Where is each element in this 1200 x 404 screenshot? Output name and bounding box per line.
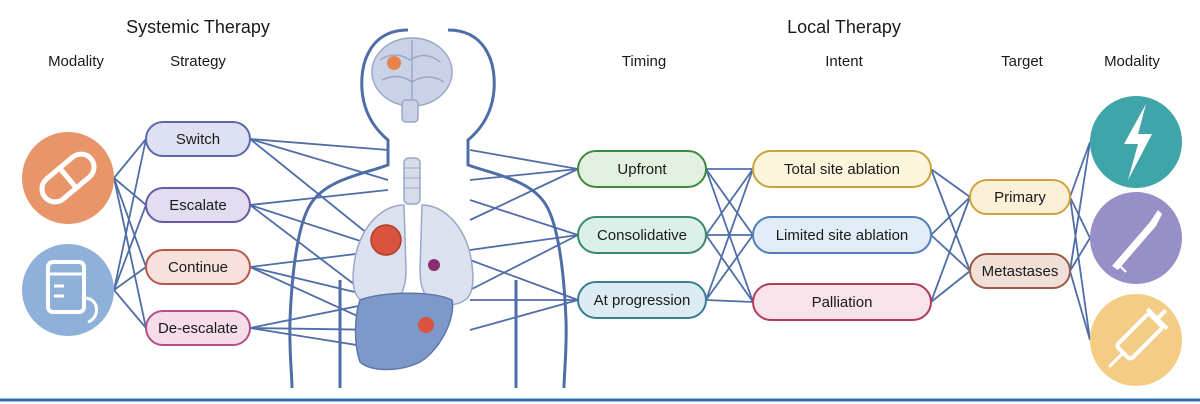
connector-modality-strategy: [113, 138, 147, 291]
connector-target-modality: [1069, 196, 1091, 341]
connector-modality-strategy: [113, 289, 147, 329]
timing-box-label: At progression: [594, 292, 691, 309]
connector-target-modality: [1069, 270, 1091, 341]
intent-box-frame: [752, 216, 932, 254]
strategy-box-frame: [145, 121, 251, 157]
strategy-box-frame: [145, 249, 251, 285]
connector-intent-target: [930, 196, 971, 236]
strategy-box: Escalate: [145, 187, 251, 223]
syringe-icon: [1090, 294, 1182, 386]
headers: Systemic Therapy Local Therapy Modality …: [48, 17, 1160, 70]
connector-strategy-body: [249, 189, 389, 206]
connector-modality-strategy: [113, 177, 147, 329]
target-header: Target: [1001, 53, 1044, 70]
connector-body-timing: [469, 234, 579, 251]
intent-box-label: Palliation: [812, 294, 873, 311]
target-box-label: Primary: [994, 189, 1046, 206]
connector-intent-target: [930, 168, 971, 198]
intent-box-label: Limited site ablation: [776, 227, 909, 244]
connector-intent-target: [930, 270, 971, 303]
lightning-icon: [1090, 96, 1182, 188]
timing-box-label: Consolidative: [597, 227, 687, 244]
connector-intent-target: [930, 234, 971, 272]
connector-intent-target: [930, 196, 971, 303]
connector-modality-strategy: [113, 138, 147, 179]
connector-body-timing: [469, 168, 579, 221]
brain-tumor-icon: [387, 56, 401, 70]
modality-right-header: Modality: [1104, 53, 1160, 70]
systemic-therapy-title: Systemic Therapy: [126, 17, 270, 37]
liver-icon: [354, 292, 454, 371]
strategy-box-label: Continue: [168, 259, 228, 276]
connector-target-modality: [1069, 141, 1091, 198]
intent-box: Palliation: [752, 283, 932, 321]
pill-icon: [22, 132, 114, 224]
timing-box-frame: [577, 150, 707, 188]
lungs-icon: [352, 204, 474, 306]
target-box: Primary: [969, 179, 1071, 215]
connector-modality-strategy: [113, 266, 147, 291]
strategy-header: Strategy: [170, 53, 226, 70]
timing-box-frame: [577, 216, 707, 254]
connector-body-timing: [469, 168, 579, 181]
intent-box: Limited site ablation: [752, 216, 932, 254]
lung-nodule-icon: [428, 259, 440, 271]
target-box-label: Metastases: [982, 263, 1059, 280]
timing-box: Upfront: [577, 150, 707, 188]
brain-icon: [371, 37, 453, 123]
connector-intent-target: [930, 168, 971, 272]
strategy-box: De-escalate: [145, 310, 251, 346]
connector-body-timing: [469, 259, 579, 301]
connector-timing-intent: [705, 299, 754, 303]
strategy-box: Continue: [145, 249, 251, 285]
timing-box-label: Upfront: [617, 161, 667, 178]
strategy-box-frame: [145, 187, 251, 223]
connector-modality-strategy: [113, 177, 147, 206]
intent-box-frame: [752, 150, 932, 188]
target-box-frame: [969, 253, 1071, 289]
connector-body-timing: [469, 149, 579, 170]
lung-tumor-icon: [370, 224, 402, 256]
connector-modality-strategy: [113, 177, 147, 268]
intent-header: Intent: [825, 53, 863, 70]
liver-tumor-icon: [418, 317, 434, 333]
modality-left-header: Modality: [48, 53, 104, 70]
timing-box: At progression: [577, 281, 707, 319]
intent-box-frame: [752, 283, 932, 321]
human-body: [288, 28, 568, 389]
strategy-box-label: Switch: [176, 131, 220, 148]
connector-target-modality: [1069, 141, 1091, 272]
local-therapy-title: Local Therapy: [787, 17, 901, 37]
timing-box: Consolidative: [577, 216, 707, 254]
intent-box: Total site ablation: [752, 150, 932, 188]
connector-timing-intent: [705, 168, 754, 301]
connector-target-modality: [1069, 237, 1091, 272]
timing-box-frame: [577, 281, 707, 319]
strategy-box-frame: [145, 310, 251, 346]
strategy-box-label: Escalate: [169, 197, 227, 214]
connector-strategy-body: [249, 138, 389, 151]
connector-timing-intent: [705, 168, 754, 236]
scalpel-icon: [1090, 192, 1182, 284]
target-box-frame: [969, 179, 1071, 215]
strategy-box-label: De-escalate: [158, 320, 238, 337]
iv-bag-icon: [22, 244, 114, 336]
connector-timing-intent: [705, 234, 754, 301]
strategy-box: Switch: [145, 121, 251, 157]
connector-body-timing: [469, 299, 579, 331]
trachea-icon: [403, 157, 421, 205]
timing-header: Timing: [622, 53, 666, 70]
connector-modality-strategy: [113, 204, 147, 291]
intent-box-label: Total site ablation: [784, 161, 900, 178]
target-box: Metastases: [969, 253, 1071, 289]
connector-target-modality: [1069, 196, 1091, 239]
connector-body-timing: [469, 199, 579, 236]
